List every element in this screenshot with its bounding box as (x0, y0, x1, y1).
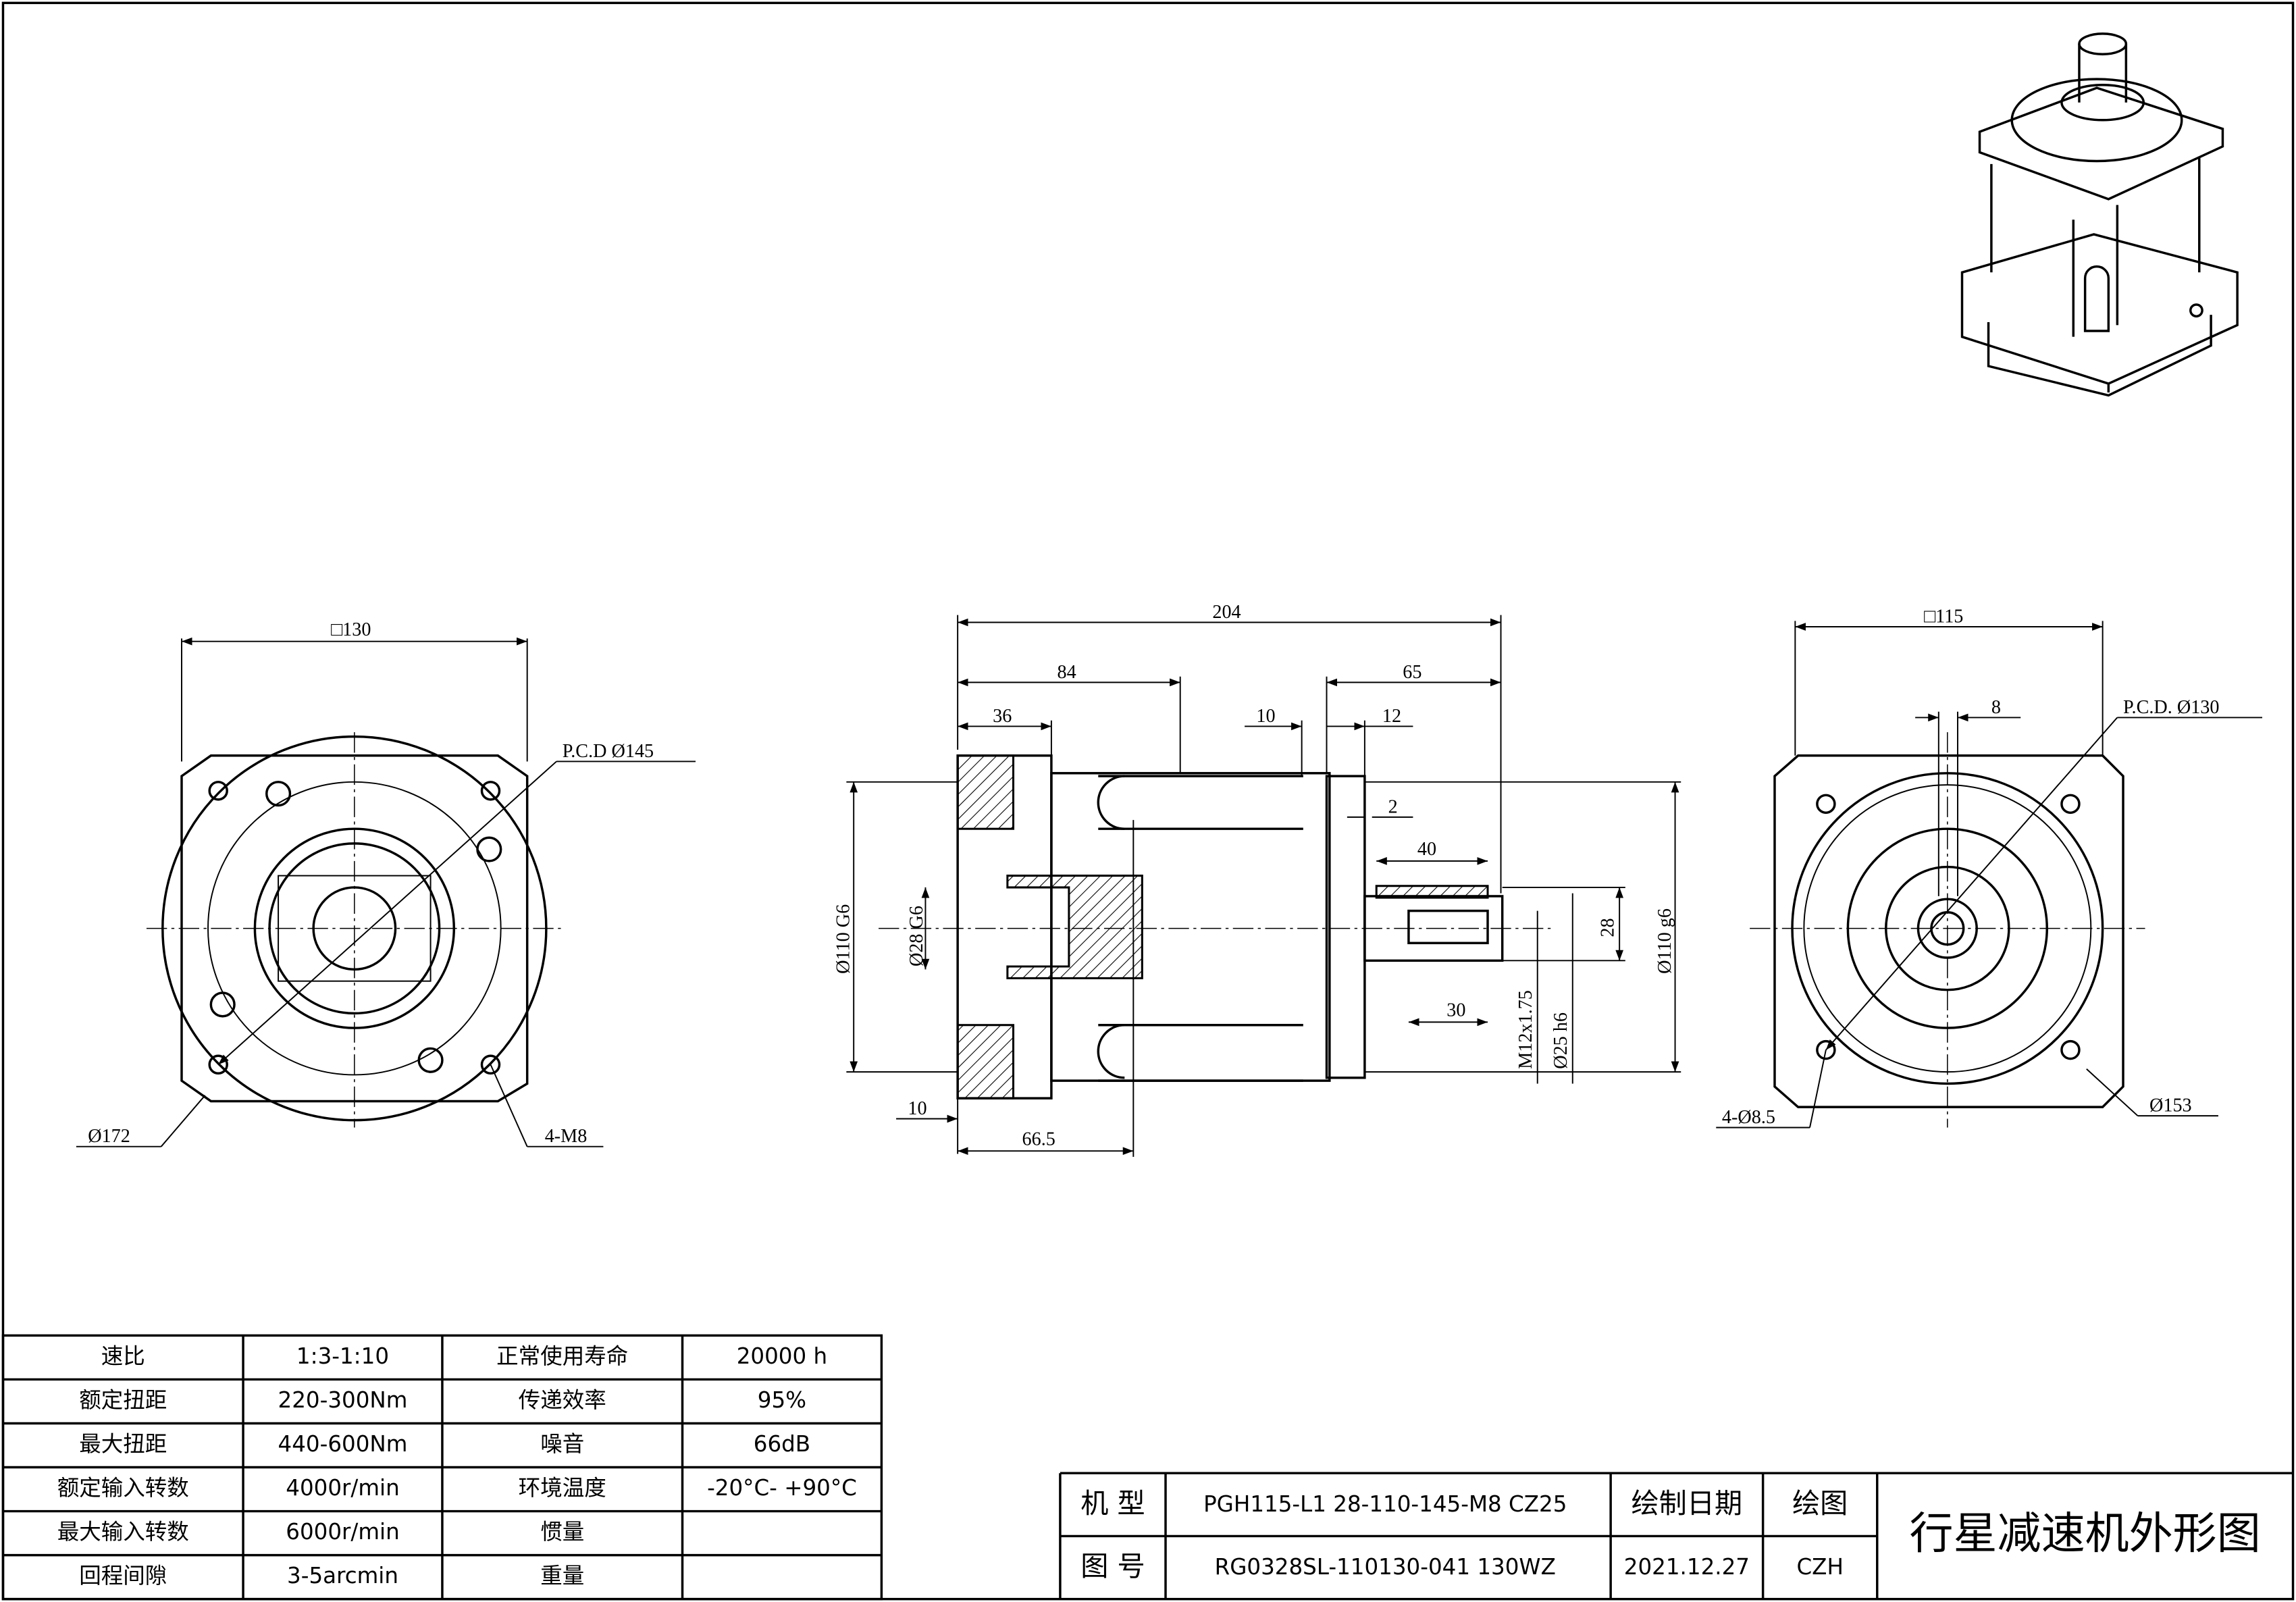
spec-value: 220-300Nm (278, 1387, 408, 1413)
dim-65: 65 (1403, 662, 1421, 683)
spec-value: 3-5arcmin (287, 1563, 398, 1588)
spec-value: -20°C- +90°C (707, 1475, 857, 1501)
output-end-view: □115 8 P.C.D. Ø130 Ø153 4-Ø8.5 (1716, 606, 2262, 1129)
spec-label: 传递效率 (519, 1387, 606, 1413)
dim-10b: 10 (908, 1098, 927, 1119)
title-block: 机 型 PGH115-L1 28-110-145-M8 CZ25 绘制日期 绘图… (1059, 1472, 2293, 1599)
spec-value: 1:3-1:10 (296, 1343, 389, 1369)
spec-table: 速比 1:3-1:10 正常使用寿命 20000 h 额定扭距 220-300Nm 传递效率… (1, 1334, 883, 1601)
drawer-label: 绘图 (1792, 1487, 1848, 1520)
date-value: 2021.12.27 (1624, 1554, 1750, 1580)
dim-30: 30 (1446, 1000, 1465, 1021)
drawer-value: CZH (1796, 1554, 1843, 1580)
model-label: 机 型 (1080, 1487, 1145, 1520)
spec-label: 噪音 (540, 1431, 584, 1457)
dim-right-square: □115 (1924, 606, 1963, 627)
model-value: PGH115-L1 28-110-145-M8 CZ25 (1203, 1491, 1567, 1517)
side-section-view: 204 84 65 36 10 12 2 40 Ø110 G6 Ø28 G6 2… (833, 602, 1681, 1157)
dim-key-width: 8 (1991, 697, 2001, 718)
dim-pilot: Ø110 g6 (1654, 908, 1675, 974)
spec-label: 额定输入转数 (57, 1475, 189, 1501)
isometric-view (1960, 32, 2239, 397)
spec-label: 惯量 (540, 1519, 584, 1545)
dim-left-pcd: P.C.D Ø145 (563, 741, 654, 762)
spec-value: 6000r/min (286, 1519, 399, 1545)
spec-value: 66dB (754, 1431, 810, 1457)
dim-28: 28 (1597, 918, 1618, 937)
dim-66-5: 66.5 (1022, 1129, 1055, 1150)
dim-84: 84 (1058, 662, 1076, 683)
spec-value: 20000 h (737, 1343, 827, 1369)
dim-10a: 10 (1256, 706, 1275, 727)
dim-right-outer: Ø153 (2149, 1095, 2192, 1116)
spec-label: 最大输入转数 (57, 1519, 189, 1545)
dim-bore-fit: Ø110 G6 (833, 904, 854, 974)
dim-right-holes: 4-Ø8.5 (1722, 1107, 1775, 1128)
input-end-view: □130 P.C.D Ø145 Ø172 4-M8 (76, 619, 696, 1147)
drawing-no-label: 图 号 (1080, 1550, 1145, 1582)
spec-label: 速比 (101, 1343, 145, 1369)
date-label: 绘制日期 (1632, 1487, 1743, 1520)
drawing-no-value: RG0328SL-110130-041 130WZ (1215, 1554, 1556, 1580)
dim-right-pcd: P.C.D. Ø130 (2123, 697, 2219, 718)
dim-left-square: □130 (331, 619, 371, 640)
drawing-title: 行星减速机外形图 (1910, 1508, 2261, 1559)
dim-input-bore: Ø28 G6 (906, 906, 927, 966)
dim-overall: 204 (1212, 602, 1241, 623)
dim-shaft-dia: Ø25 h6 (1550, 1012, 1571, 1069)
dim-left-outer: Ø172 (88, 1126, 130, 1147)
dim-left-holes: 4-M8 (545, 1126, 588, 1147)
spec-label: 正常使用寿命 (496, 1343, 628, 1369)
spec-value: 440-600Nm (278, 1431, 408, 1457)
spec-label: 额定扭距 (79, 1387, 167, 1413)
dim-thread: M12x1.75 (1515, 990, 1536, 1069)
spec-label: 最大扭距 (79, 1431, 167, 1457)
spec-value: 4000r/min (286, 1475, 399, 1501)
spec-label: 重量 (540, 1563, 584, 1588)
spec-label: 回程间隙 (79, 1563, 167, 1588)
spec-label: 环境温度 (519, 1475, 606, 1501)
dim-40: 40 (1417, 839, 1436, 860)
dim-2: 2 (1388, 796, 1398, 817)
spec-value: 95% (758, 1387, 806, 1413)
dim-36: 36 (993, 706, 1012, 727)
dim-12: 12 (1382, 706, 1401, 727)
